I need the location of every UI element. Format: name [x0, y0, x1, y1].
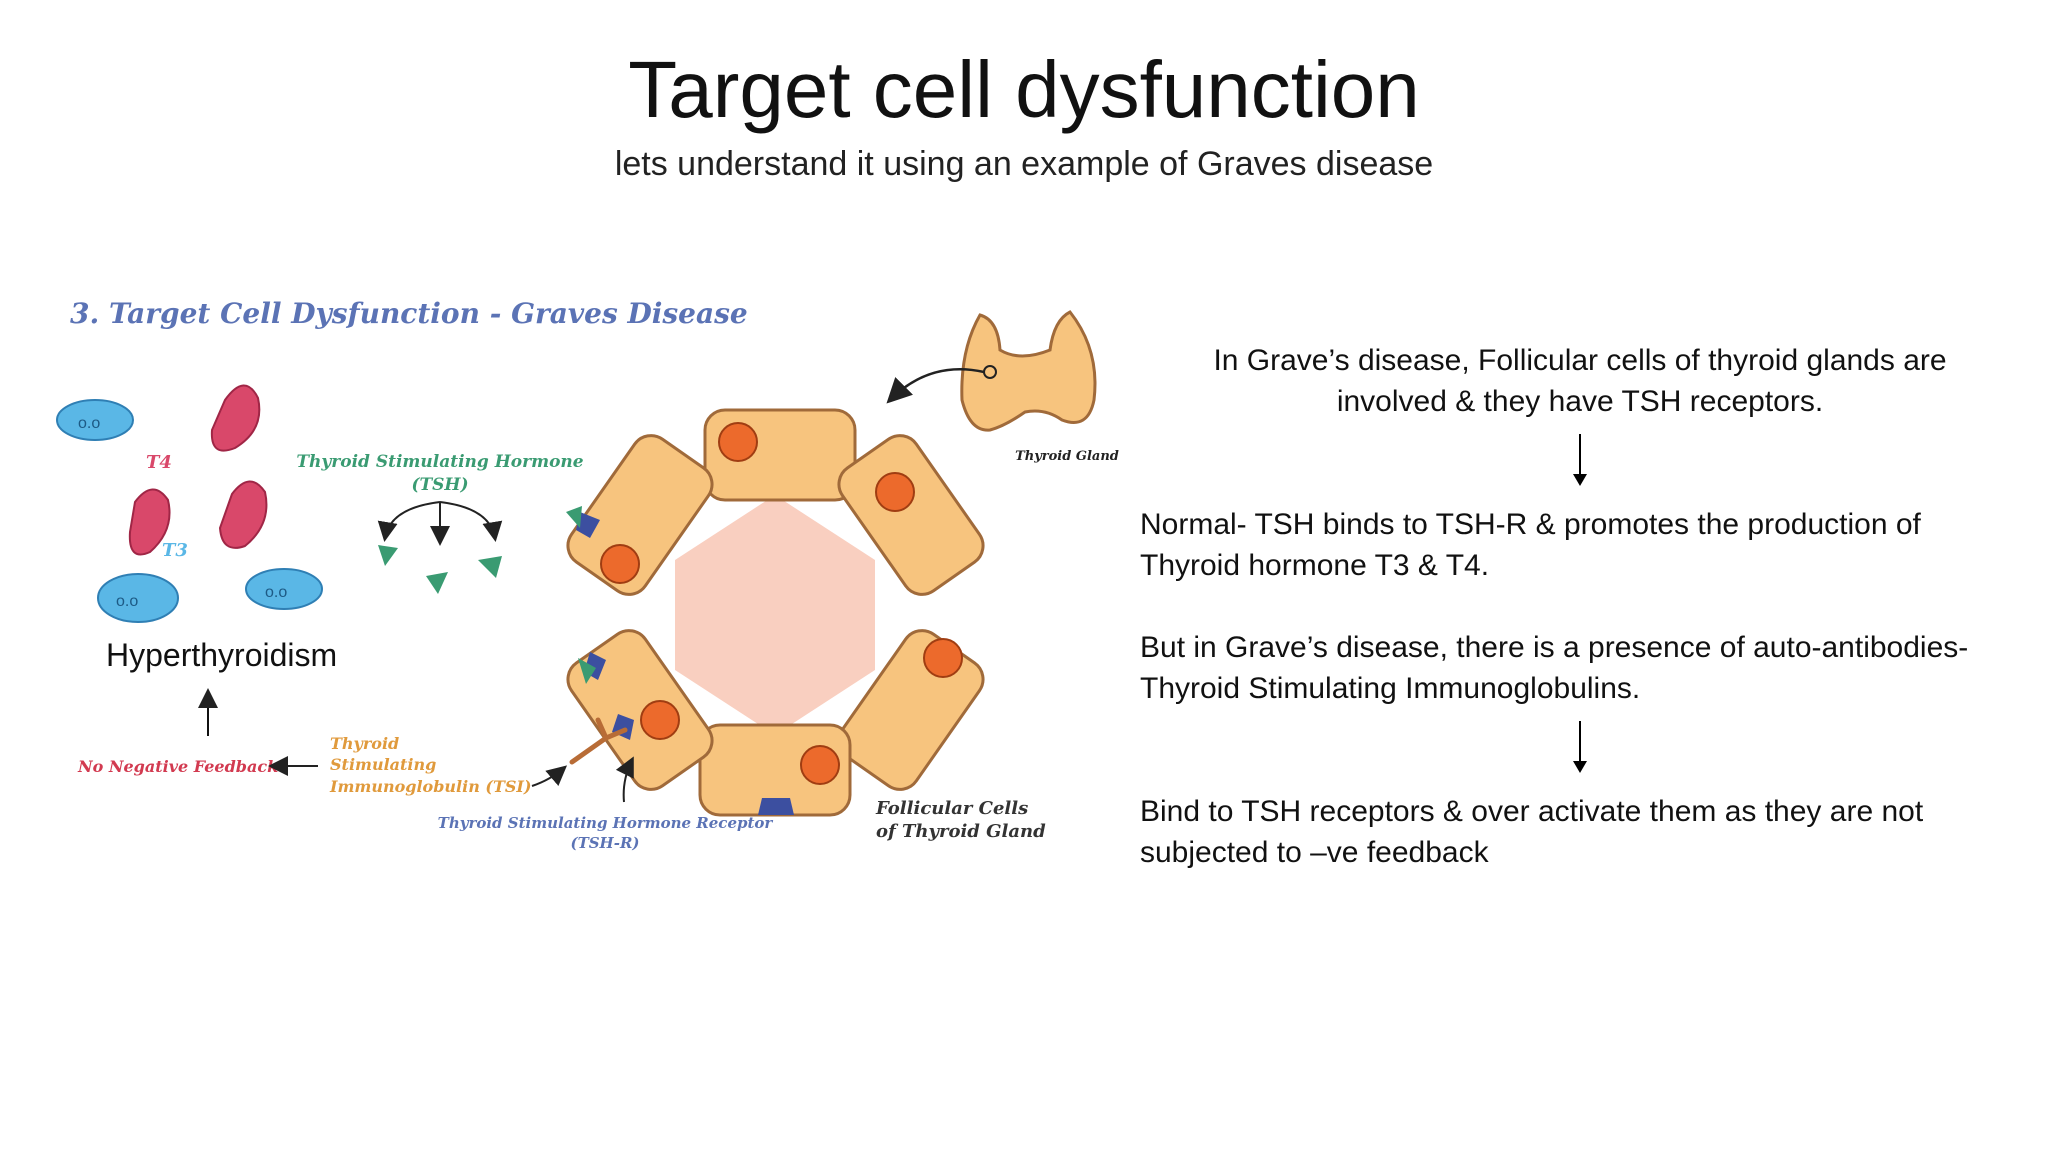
thyroid-gland-illustration: [960, 310, 1097, 432]
t4-molecule: [218, 480, 268, 549]
t3-molecule: o.o: [97, 573, 179, 623]
follicular-label-line2: of Thyroid Gland: [876, 821, 1046, 842]
tshr-arrow: [615, 756, 634, 803]
tsh-receptor: [758, 798, 794, 815]
down-arrow: [1573, 721, 1587, 773]
tsi-label-line2: Stimulating: [330, 755, 436, 774]
hyperthyroidism-label: Hyperthyroidism: [106, 637, 337, 673]
cell-nucleus: [600, 544, 640, 584]
no-negative-feedback-label: No Negative Feedback: [77, 757, 278, 776]
autoantibody-line1: But in Grave’s disease, there is a prese…: [1140, 631, 1969, 664]
svg-text:o.o: o.o: [265, 584, 287, 601]
tsh-label: Thyroid Stimulating Hormone: [296, 452, 583, 472]
t4-molecule: [210, 384, 261, 452]
graves-intro-text: In Grave’s disease, Follicular cells of …: [1213, 344, 1947, 418]
svg-text:o.o: o.o: [116, 593, 138, 610]
t3-molecule: o.o: [245, 568, 323, 610]
diagram-heading: 3. Target Cell Dysfunction - Graves Dise…: [70, 297, 748, 330]
cell-nucleus: [640, 700, 680, 740]
normal-tsh-line2: Thyroid hormone T3 & T4.: [1140, 549, 1490, 582]
thyroid-gland-label: Thyroid Gland: [1015, 449, 1119, 464]
graves-disease-diagram: 3. Target Cell Dysfunction - Graves Dise…: [50, 280, 1130, 880]
down-arrow: [1573, 434, 1587, 486]
t3-molecule: o.o: [56, 399, 134, 441]
t4-label: T4: [146, 452, 172, 473]
follicular-cell: [837, 434, 985, 596]
slide-title: Target cell dysfunction: [628, 45, 1420, 134]
tsi-label-line1: Thyroid: [330, 734, 399, 753]
tsh-molecule: [378, 545, 398, 566]
gland-to-follicle-arrow: [886, 368, 985, 404]
overactivation-line1: Bind to TSH receptors & over activate th…: [1140, 795, 1924, 828]
tsh-arrow: [439, 501, 503, 542]
follicle-lumen: [675, 495, 875, 735]
autoantibody-line2: Thyroid Stimulating Immunoglobulins.: [1140, 672, 1641, 705]
tsh-bound: [578, 658, 596, 684]
slide-subtitle: lets understand it using an example of G…: [614, 145, 1434, 183]
svg-text:o.o: o.o: [78, 415, 100, 432]
follicular-label-line1: Follicular Cells: [875, 798, 1028, 819]
tsh-molecule: [478, 556, 502, 578]
tsh-molecule: [426, 572, 448, 594]
tsi-antibody: [569, 717, 628, 765]
cell-nucleus: [718, 422, 758, 462]
t4-molecule: [128, 488, 171, 556]
tshr-label-line1: Thyroid Stimulating Hormone Receptor: [438, 814, 774, 832]
cell-nucleus: [875, 472, 915, 512]
tsh-arrow: [377, 501, 441, 542]
diagram-svg: 3. Target Cell Dysfunction - Graves Dise…: [56, 297, 1119, 852]
normal-tsh-line1: Normal- TSH binds to TSH-R & promotes th…: [1140, 508, 1921, 541]
cell-nucleus: [800, 745, 840, 785]
tsi-arrow: [531, 765, 568, 787]
tshr-label-line2: (TSH-R): [570, 834, 639, 852]
t3-label: T3: [162, 540, 188, 561]
cell-nucleus: [923, 638, 963, 678]
tsh-bound: [566, 506, 582, 528]
overactivation-line2: subjected to –ve feedback: [1140, 836, 1489, 869]
gland-pointer-dot: [983, 365, 997, 379]
tsh-receptor: [576, 512, 600, 538]
thyroid-follicle: [566, 408, 985, 817]
tsh-label-abbrev: (TSH): [411, 475, 468, 495]
tsi-label-line3: Immunoglobulin (TSI): [329, 777, 531, 796]
explanation-panel: In Grave’s disease, Follicular cells of …: [1140, 340, 2020, 873]
